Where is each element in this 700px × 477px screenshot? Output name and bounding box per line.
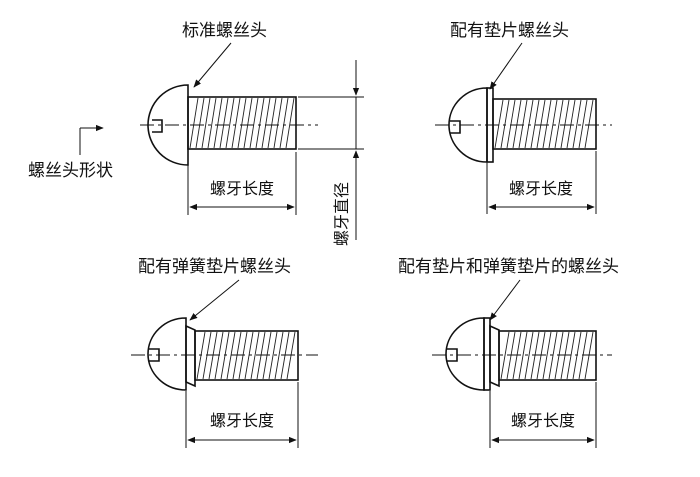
thread-line [500,331,510,380]
thread-line [524,331,534,380]
screw-head [147,317,187,391]
panel-plain: 标准螺丝头 螺丝头形状 螺牙长度 螺牙直径 [28,21,364,246]
thread-line [506,99,516,149]
panel-spring: 配有弹簧垫片螺丝头 螺牙长度 [131,257,318,448]
head-shape-label: 螺丝头形状 [28,161,113,181]
screw-shank [492,98,597,150]
thread-line [237,97,247,149]
washer [483,317,491,391]
panel-title: 配有弹簧垫片螺丝头 [138,257,291,277]
thread-line [524,99,534,149]
dimension-label: 螺牙长度 [509,179,573,198]
thread-line [512,99,522,149]
thread-line [500,99,510,149]
thread-line [255,97,265,149]
screw-drawing [140,84,318,166]
screw-head [445,317,485,391]
leader-arrow [189,279,240,321]
screw-drawing [435,87,612,163]
thread-line [554,99,564,149]
diameter-label: 螺牙直径 [332,182,351,246]
thread-line [578,99,588,149]
thread-line [518,331,528,380]
panel-title: 配有垫片螺丝头 [450,21,569,41]
thread-line [225,97,235,149]
screw-thread [494,99,594,149]
thread-line [584,99,594,149]
thread-line [548,99,558,149]
thread-line [268,331,278,380]
screw-slot [450,120,461,134]
panel-title: 配有垫片和弹簧垫片的螺丝头 [398,257,619,277]
thread-line [261,97,271,149]
screw-shank [187,96,297,150]
leader-arrow [489,279,521,321]
thread-line [530,99,540,149]
thread-line [494,99,504,149]
thread-line [274,331,284,380]
panel-title: 标准螺丝头 [182,21,267,41]
leader-arrow [489,42,523,90]
thread-line [542,331,552,380]
thread-line [536,99,546,149]
thread-line [250,331,260,380]
thread-line [572,99,582,149]
thread-line [195,97,205,149]
thread-line [207,97,217,149]
spring-washer [185,324,196,388]
panel-washer: 配有垫片螺丝头 螺牙长度 [435,21,612,214]
thread-line [189,97,199,149]
screw-drawing [131,317,318,391]
dimension-label: 螺牙长度 [511,411,575,430]
thread-line [243,97,253,149]
thread-line [279,97,289,149]
thread-line [518,99,528,149]
thread-line [267,97,277,149]
thread-line [201,97,211,149]
thread-line [560,99,570,149]
leader-arrow [193,42,232,88]
screw-slot [152,119,163,133]
screw-thread [189,97,295,149]
spring-washer [489,324,500,388]
screw-drawing [432,317,612,391]
thread-line [249,97,259,149]
dimension-label: 螺牙长度 [210,411,274,430]
thread-line [273,97,283,149]
panel-washer-spring: 配有垫片和弹簧垫片的螺丝头 螺牙长度 [398,257,619,448]
thread-line [566,99,576,149]
thread-line [231,97,241,149]
thread-line [213,97,223,149]
thread-line [542,99,552,149]
thread-line [219,97,229,149]
dimension-label: 螺牙长度 [210,179,274,198]
thread-line [285,97,295,149]
